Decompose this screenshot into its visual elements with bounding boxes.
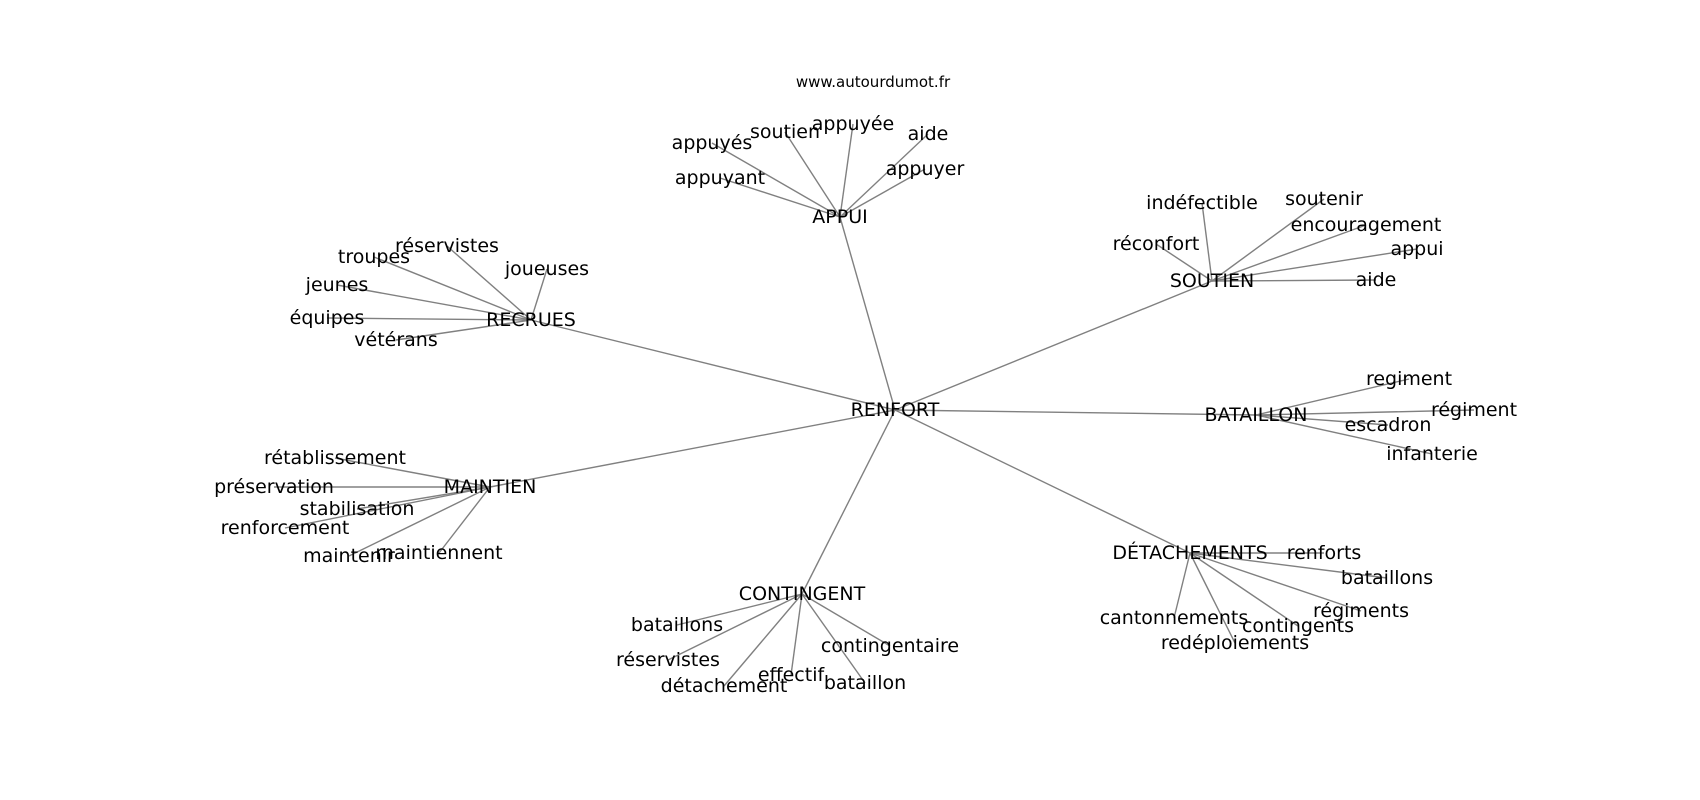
edge-hub-to-word [356,486,491,510]
edge-hub-to-word [1255,378,1410,416]
edge-hub-to-word [446,245,532,321]
edge-hub-to-word [438,486,491,554]
edge-hub-to-word [395,319,532,341]
edge-hub-to-word [839,123,854,218]
word-node: réservistes [395,235,499,257]
edge-center-to-hub [489,409,896,488]
hub-node: SOUTIEN [1170,270,1254,292]
edge-hub-to-word [373,256,532,321]
hub-node: MAINTIEN [444,476,537,498]
word-node: encouragement [1291,214,1442,236]
word-node: appuyer [886,158,965,180]
word-node: maintenir [303,545,395,567]
edge-hub-to-word [326,317,532,321]
word-node: réconfort [1113,233,1200,255]
word-node: vétérans [354,329,437,351]
word-node: cantonnements [1100,607,1249,629]
word-node: stabilisation [300,498,415,520]
edge-hub-to-word [1189,552,1388,579]
edge-center-to-hub [801,409,896,595]
edge-hub-to-word [1173,552,1191,619]
word-node: effectif [758,664,826,686]
edge-center-to-hub [894,409,1257,416]
word-node: détachement [661,675,788,697]
edge-hub-to-word [1189,552,1236,644]
word-node: bataillons [631,614,723,636]
graph-edges [274,123,1475,687]
edge-hub-to-word [676,593,803,626]
word-node: jeunes [305,274,369,296]
hub-node: BATAILLON [1205,404,1308,426]
edge-hub-to-word [1255,409,1475,416]
word-node: rétablissement [264,447,406,469]
edge-hub-to-word [336,284,532,321]
edge-hub-to-word [1211,224,1367,282]
edge-hub-to-word [784,131,841,218]
word-node: renforcement [221,517,350,539]
edge-hub-to-word [1201,202,1213,282]
word-node: soutien [750,121,820,143]
hub-node: CONTINGENT [739,583,866,605]
word-node: renforts [1287,542,1362,564]
word-node: réservistes [616,649,720,671]
edge-hub-to-word [284,486,491,529]
edge-hub-to-word [530,268,548,321]
word-node: appuyée [812,113,894,135]
word-node: troupes [338,246,410,268]
word-node: contingentaire [821,635,959,657]
hub-node: RECRUES [486,309,576,331]
edge-hub-to-word [1155,243,1213,282]
edge-hub-to-word [711,142,841,218]
edge-hub-to-word [1255,414,1433,455]
word-node: appuyés [672,132,753,154]
site-watermark: www.autourdumot.fr [796,73,951,91]
word-node: maintiennent [375,542,502,564]
edge-hub-to-word [801,593,891,647]
edge-hub-to-word [1189,552,1362,612]
word-node: régiment [1431,399,1517,421]
word-node: contingents [1242,615,1354,637]
edge-center-to-hub [894,409,1191,554]
edge-hub-to-word [839,133,929,218]
word-node: bataillons [1341,567,1433,589]
word-node: régiments [1313,600,1409,622]
edge-hub-to-word [667,593,803,661]
hub-node: DÉTACHEMENTS [1112,541,1267,564]
word-node: joueuses [504,258,589,280]
edge-center-to-hub [894,280,1213,411]
hub-node: APPUI [812,206,867,228]
edge-hub-to-word [723,593,803,687]
edge-hub-to-word [801,593,866,684]
word-node: bataillon [824,672,906,694]
edge-center-to-hub [530,319,896,411]
word-node: redéploiements [1161,632,1309,654]
word-node: regiment [1366,368,1452,390]
word-node: appuyant [675,167,765,189]
center-node: RENFORT [851,399,940,421]
edge-center-to-hub [839,216,896,411]
edge-hub-to-word [839,168,926,218]
edge-hub-to-word [1211,198,1325,282]
word-node: aide [908,123,949,145]
word-node: équipes [290,307,365,329]
word-node: préservation [214,476,334,498]
edge-hub-to-word [1211,279,1377,282]
edge-hub-to-word [1211,248,1418,282]
edge-hub-to-word [790,593,803,676]
edge-hub-to-word [1255,414,1389,426]
word-node: infanterie [1386,443,1478,465]
edge-hub-to-word [348,486,491,557]
word-node: aide [1356,269,1397,291]
edge-hub-to-word [719,177,841,218]
edge-hub-to-word [1189,552,1299,627]
word-node: escadron [1345,414,1432,436]
word-node: appui [1390,238,1443,260]
word-node: soutenir [1285,188,1363,210]
word-node: indéfectible [1146,192,1258,214]
edge-hub-to-word [334,457,491,488]
